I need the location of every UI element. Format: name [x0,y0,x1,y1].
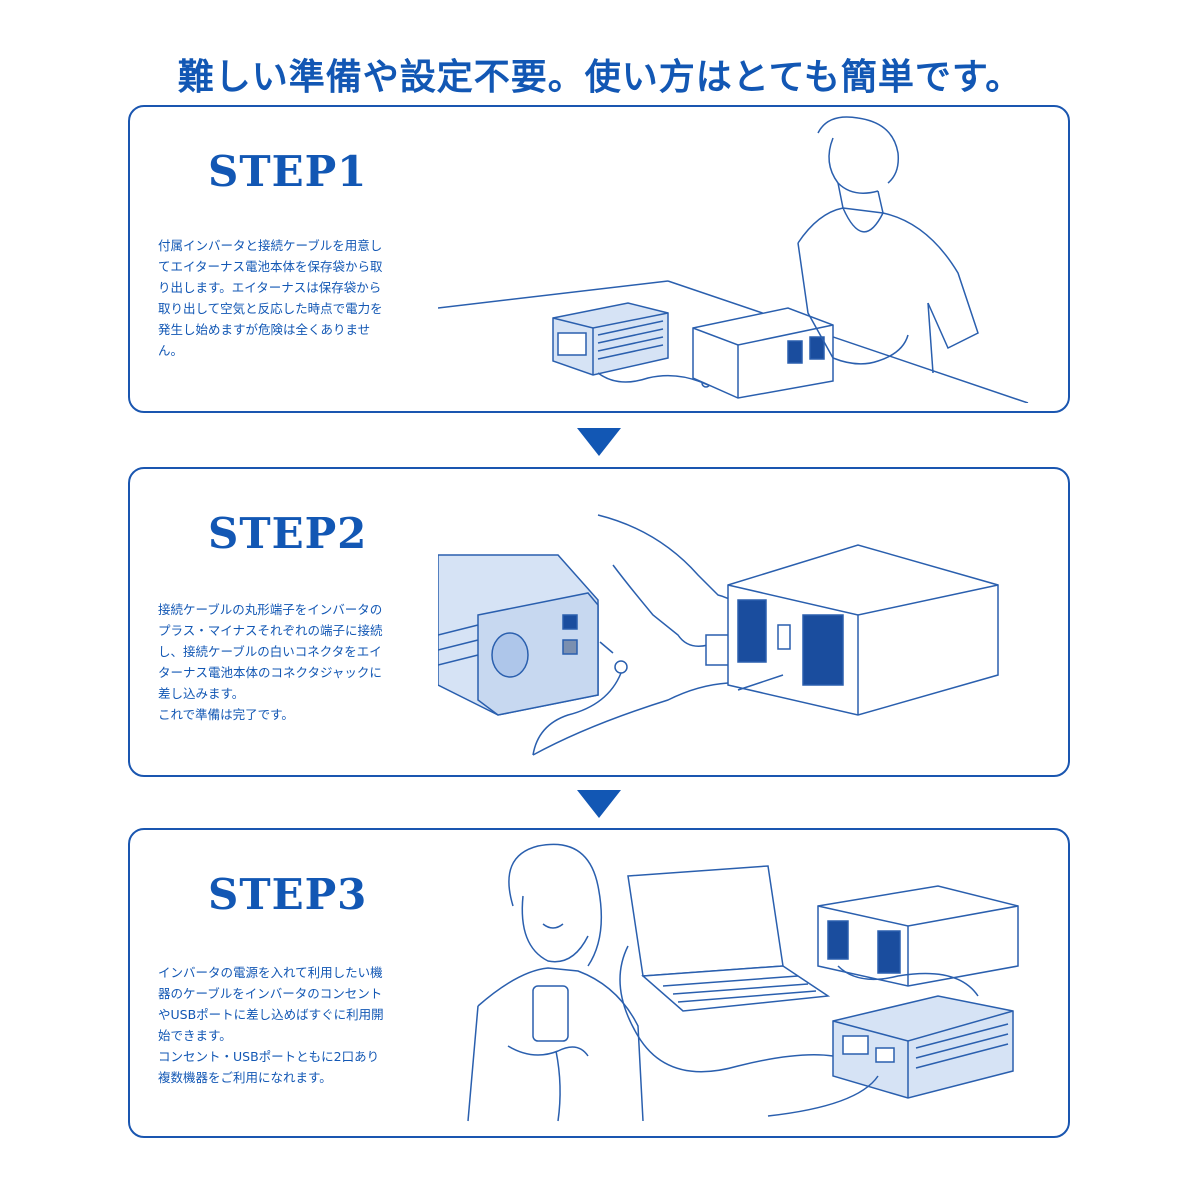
battery-image [818,886,1018,986]
page-title: 難しい準備や設定不要。使い方はとても簡単です。 [177,57,1023,98]
hand-illustration [598,515,743,665]
step-1-illustration [438,113,1058,403]
person-illustration [798,117,978,373]
step-3-title: STEP3 [208,870,368,919]
step-3-illustration [438,836,1058,1126]
step-2-illustration [438,475,1058,765]
laptop-illustration [628,866,828,1011]
step-3-text: インバータの電源を入れて利用したい機 器のケーブルをインバータのコンセント やU… [158,965,384,1085]
inverter-image [553,303,668,375]
step-3-card: STEP3 インバータの電源を入れて利用したい機 器のケーブルをインバータのコン… [128,828,1070,1138]
step-2-title: STEP2 [208,509,368,558]
step-1-title: STEP1 [208,147,368,196]
down-triangle-icon [577,790,621,818]
step-1-card: STEP1 付属インバータと接続ケーブルを用意し てエイターナス電池本体を保存袋… [128,105,1070,413]
battery-image [693,308,833,398]
inverter-image [833,996,1013,1098]
down-triangle-icon [577,428,621,456]
step-2-card: STEP2 接続ケーブルの丸形端子をインバータの プラス・マイナスそれぞれの端子… [128,467,1070,777]
battery-image [728,545,998,715]
woman-with-phone-illustration [468,844,643,1121]
inverter-closeup-image [438,555,598,715]
step-2-text: 接続ケーブルの丸形端子をインバータの プラス・マイナスそれぞれの端子に接続 し、… [158,602,383,722]
step-1-text: 付属インバータと接続ケーブルを用意し てエイターナス電池本体を保存袋から取 り出… [158,238,383,358]
